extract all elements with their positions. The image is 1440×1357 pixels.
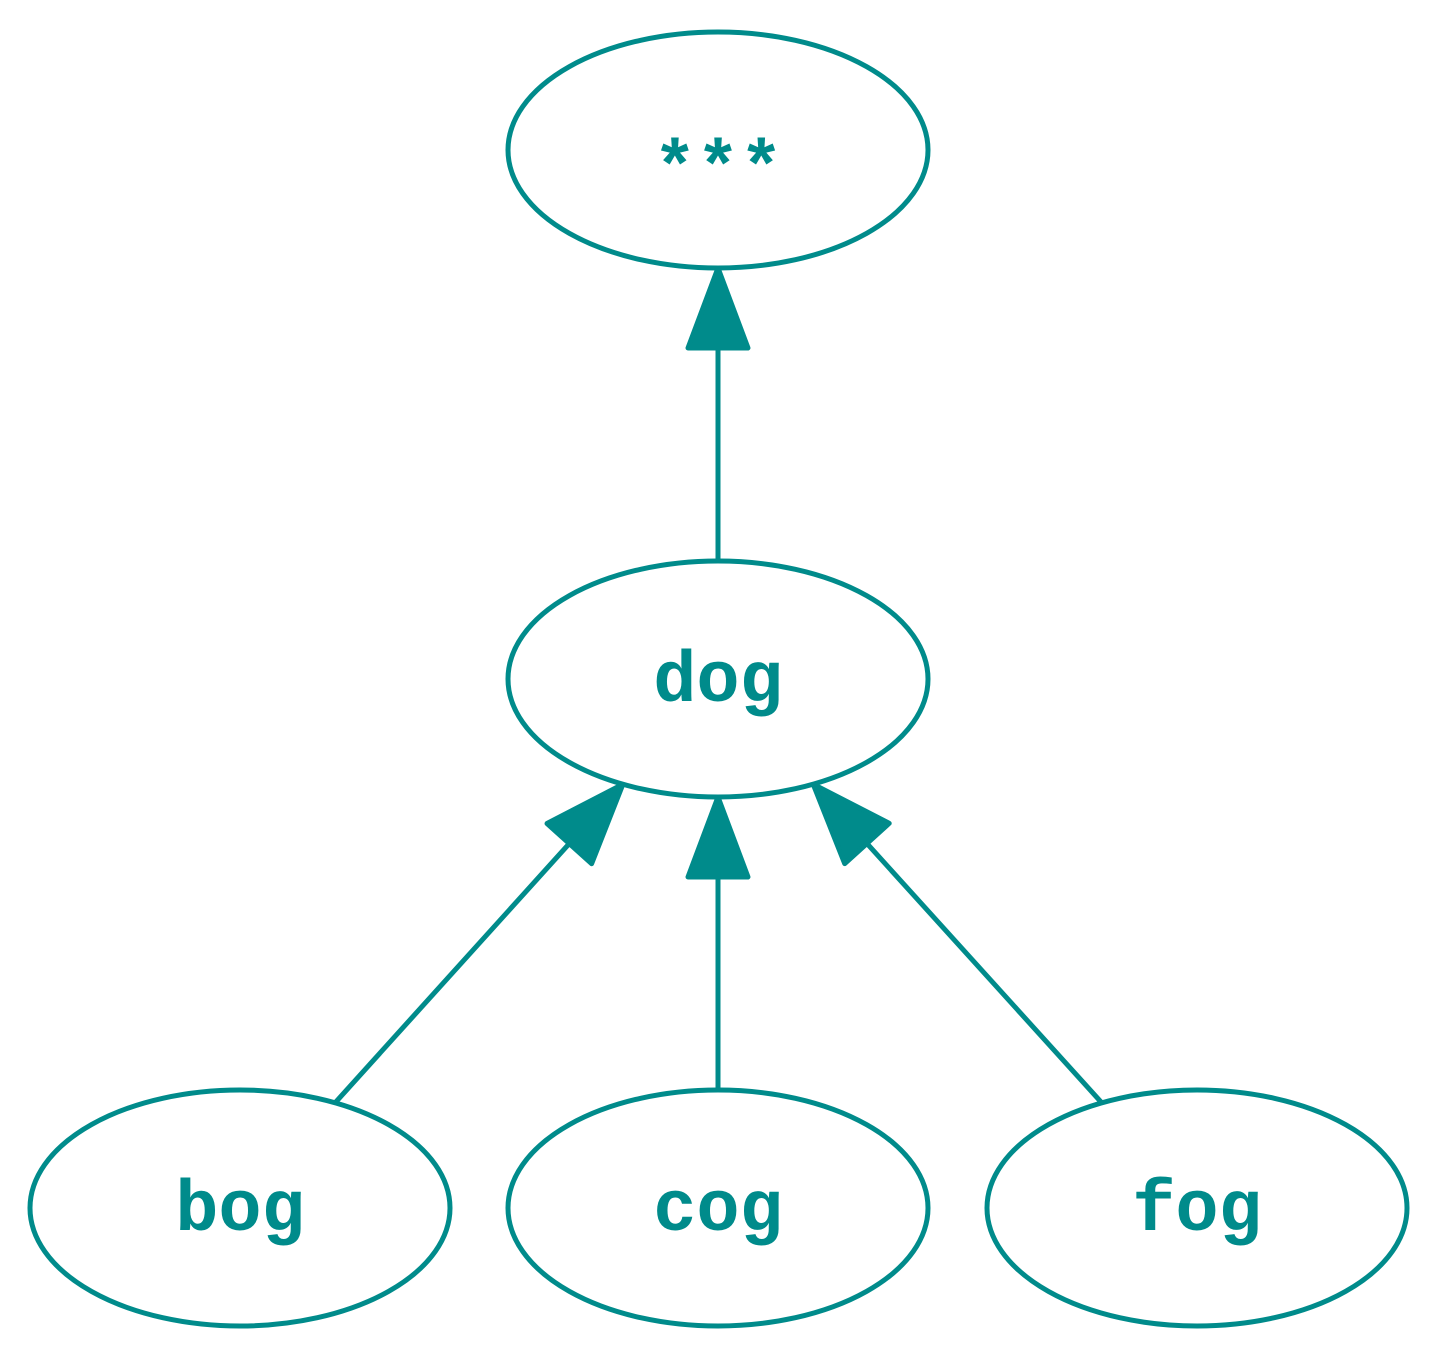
node-ellipse-fog: [984, 1087, 1410, 1329]
edges-layer: [333, 265, 1104, 1105]
node-cog: cog: [505, 1087, 931, 1329]
node-bog: bog: [27, 1087, 453, 1329]
arrowhead-fog-to-dog: [810, 781, 892, 867]
arrowhead-dog-to-root: [685, 265, 751, 351]
node-label-fog: fog: [1132, 1170, 1262, 1252]
arrowhead-cog-to-dog: [685, 794, 751, 880]
arrowhead-bog-to-dog: [544, 781, 626, 867]
node-label-bog: bog: [175, 1170, 305, 1252]
edge-fog-to-dog: [865, 841, 1104, 1105]
node-fog: fog: [984, 1087, 1410, 1329]
nodes-layer: *** dog bog cog fog: [27, 29, 1410, 1329]
node-ellipse-bog: [27, 1087, 453, 1329]
node-label-cog: cog: [653, 1170, 783, 1252]
node-ellipse-dog: [505, 558, 931, 800]
node-ellipse-cog: [505, 1087, 931, 1329]
node-label-dog: dog: [653, 641, 783, 723]
edge-bog-to-dog: [333, 841, 572, 1105]
node-root: ***: [505, 29, 931, 271]
node-label-root: ***: [653, 130, 783, 212]
node-dog: dog: [505, 558, 931, 800]
node-ellipse-root: [505, 29, 931, 271]
